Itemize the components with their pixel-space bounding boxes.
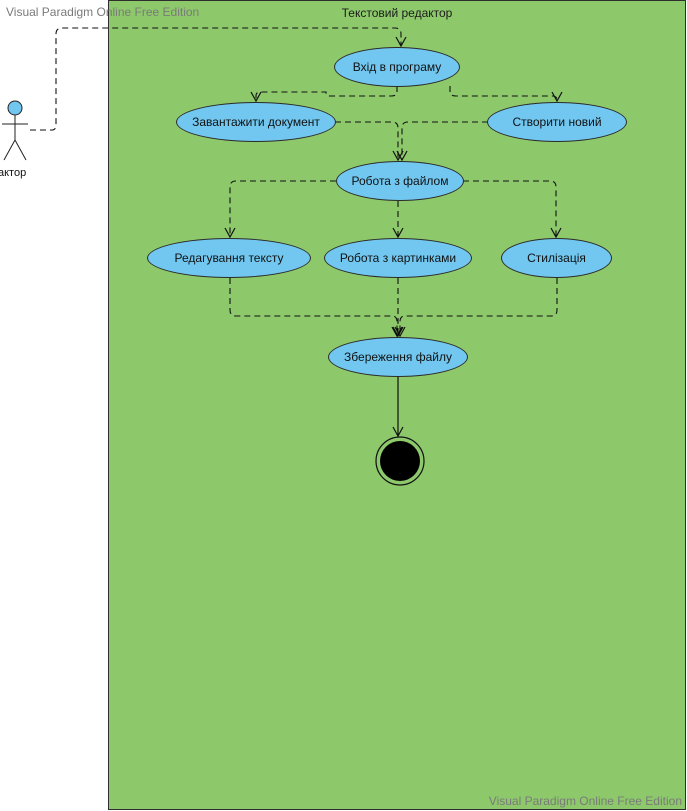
use-case-styling: Стилізація — [501, 238, 612, 278]
work-to-styling-connector — [463, 180, 562, 239]
use-case-styling-label: Стилізація — [527, 251, 586, 265]
login-to-create-connector — [449, 86, 563, 103]
login-to-load-connector — [250, 86, 398, 103]
styling-to-save-connector — [394, 278, 558, 338]
final-node — [375, 436, 425, 486]
actor-figure — [2, 100, 28, 161]
use-case-work-with-images-label: Робота з картинками — [339, 251, 457, 265]
load-to-work-connector — [335, 121, 404, 162]
use-case-login: Вхід в програму — [334, 47, 460, 87]
use-case-save-file: Збереження файлу — [328, 337, 468, 377]
watermark-bottom: Visual Paradigm Online Free Edition — [488, 794, 682, 808]
use-case-edit-text: Редагування тексту — [147, 238, 311, 278]
actor-label: актор — [0, 167, 27, 179]
actor-to-login-connector — [30, 27, 407, 131]
work-to-edit-connector — [224, 180, 336, 239]
edit-to-save-connector — [229, 278, 403, 338]
system-title: Текстовий редактор — [341, 6, 453, 20]
create-to-work-connector — [396, 121, 488, 162]
use-case-work-with-file: Робота з файлом — [336, 161, 464, 201]
use-case-load-document-label: Завантажити документ — [192, 115, 320, 129]
use-case-work-with-file-label: Робота з файлом — [351, 174, 449, 188]
use-case-save-file-label: Збереження файлу — [344, 350, 452, 364]
use-case-edit-text-label: Редагування тексту — [174, 251, 284, 265]
use-case-create-new: Створити новий — [487, 102, 627, 142]
watermark-top: Visual Paradigm Online Free Edition — [6, 5, 200, 19]
use-case-work-with-images: Робота з картинками — [324, 238, 472, 278]
use-case-load-document: Завантажити документ — [176, 102, 336, 142]
use-case-create-new-label: Створити новий — [512, 115, 602, 129]
use-case-login-label: Вхід в програму — [352, 60, 442, 74]
